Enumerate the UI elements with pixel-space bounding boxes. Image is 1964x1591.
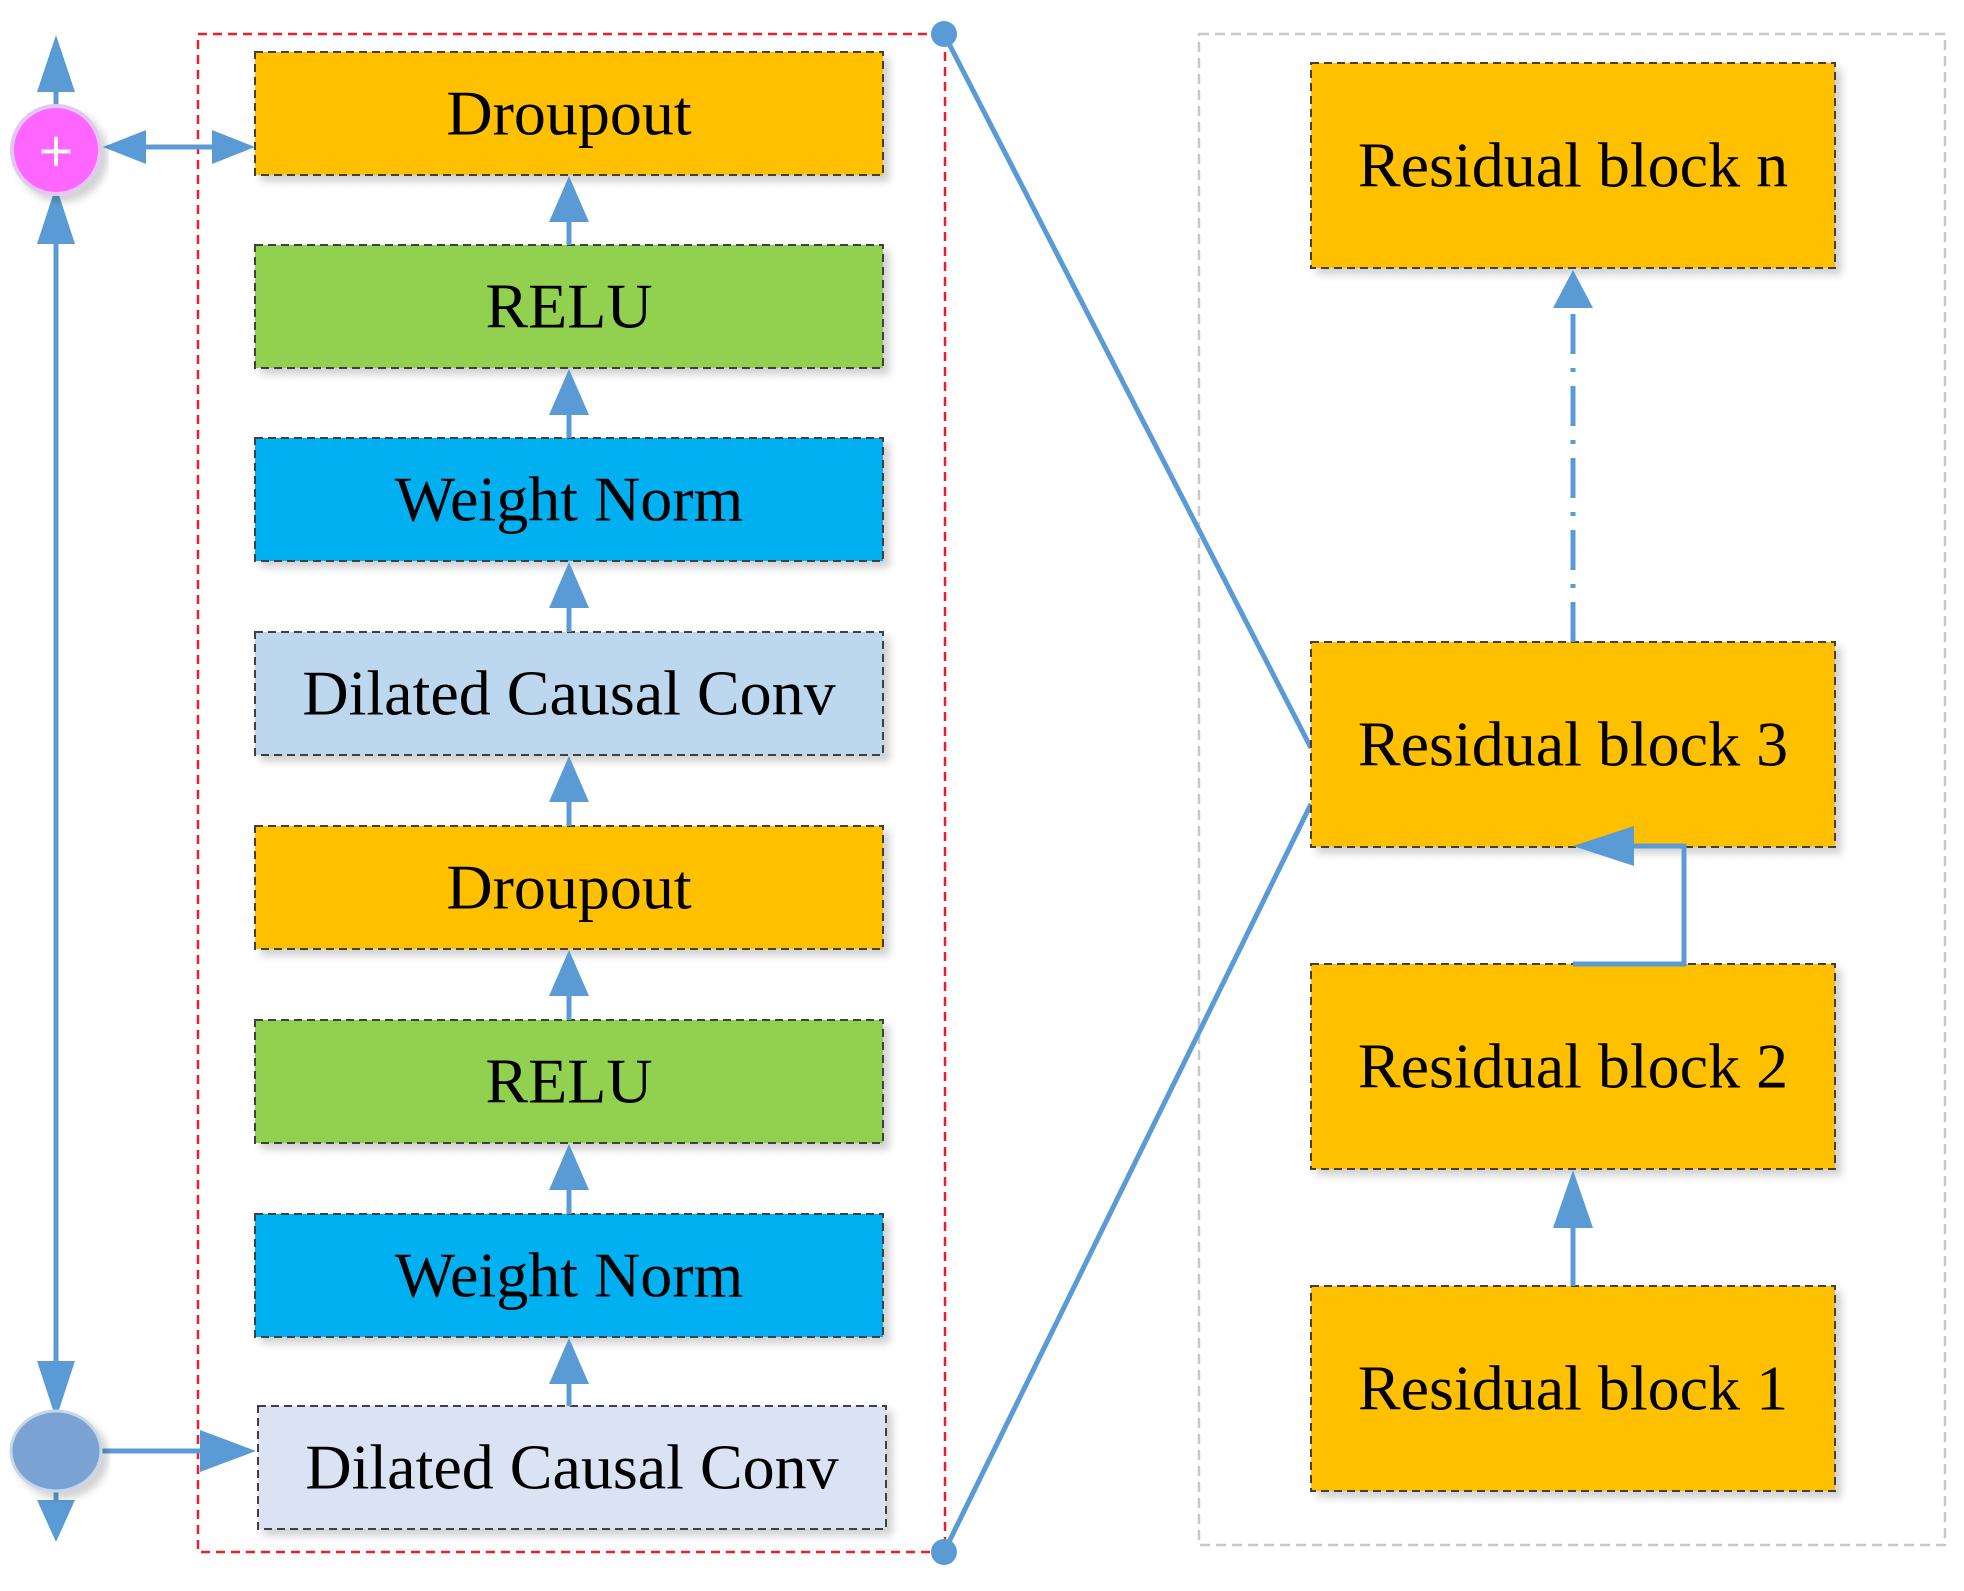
arrow-2-to-1: [549, 369, 589, 415]
layer-4-label: Droupout: [446, 852, 692, 923]
plus-to-dropout-right-head: [212, 130, 255, 164]
residual-block-2-label: Residual block 2: [1358, 1031, 1788, 1102]
residual-block-n-label: Residual block n: [1358, 130, 1788, 201]
layer-4-box: [254, 825, 884, 950]
residual-block-detail-frame: [196, 32, 947, 1554]
layer-5: RELU: [254, 1019, 884, 1144]
residual-block-3-box: [1310, 641, 1836, 848]
input-to-conv-head: [200, 1430, 256, 1472]
input-node: [9, 1409, 103, 1493]
layer-0: Droupout: [254, 51, 884, 176]
output-up-arrow: [37, 35, 75, 92]
layer-3: Dilated Causal Conv: [254, 631, 884, 756]
plus-to-dropout-left-head: [103, 130, 146, 164]
layer-7: Dilated Causal Conv: [257, 1405, 887, 1530]
layer-7-label: Dilated Causal Conv: [305, 1432, 838, 1503]
layer-4: Droupout: [254, 825, 884, 950]
residual-block-1-label: Residual block 1: [1358, 1353, 1788, 1424]
zoom-connector: [941, 32, 1314, 1554]
layer-6-label: Weight Norm: [395, 1240, 744, 1311]
layer-3-label: Dilated Causal Conv: [302, 658, 835, 729]
residual-block-3-label: Residual block 3: [1358, 709, 1788, 780]
arrow-3-to-2: [549, 562, 589, 608]
stack-arrows: [1553, 270, 1687, 1286]
zoom-line-bottom: [941, 802, 1314, 1554]
layer-6: Weight Norm: [254, 1213, 884, 1338]
arrow-1-to-0: [549, 176, 589, 222]
skip-down-arrowhead: [37, 1361, 75, 1419]
plus-node: [10, 104, 102, 196]
residual-block-3: Residual block 3: [1310, 641, 1836, 848]
layer-3-box: [254, 631, 884, 756]
layer-2-box: [254, 437, 884, 562]
residual-stack-frame: [1197, 32, 1947, 1547]
layer-1: RELU: [254, 244, 884, 369]
arrow-block2-to-block3-head: [1573, 826, 1634, 866]
layer-7-box: [257, 1405, 887, 1530]
input-down-arrow: [37, 1500, 75, 1542]
residual-block-1: Residual block 1: [1310, 1285, 1836, 1492]
arrow-block2-to-block3-path: [1573, 843, 1687, 967]
layer-5-label: RELU: [485, 1046, 652, 1117]
layer-6-box: [254, 1213, 884, 1338]
plus-icon: +: [37, 123, 76, 177]
arrow-7-to-6: [549, 1338, 589, 1384]
arrow-4-to-3: [549, 756, 589, 802]
residual-block-2-box: [1310, 963, 1836, 1170]
arrow-to-block-n: [1553, 270, 1593, 308]
skip-connection: [37, 35, 256, 1542]
residual-block-1-box: [1310, 1285, 1836, 1492]
layer-arrows: [549, 176, 589, 1406]
layer-1-label: RELU: [485, 271, 652, 342]
arrow-6-to-5: [549, 1144, 589, 1190]
residual-block-n-box: [1310, 62, 1836, 269]
layer-0-label: Droupout: [446, 78, 692, 149]
layer-1-box: [254, 244, 884, 369]
arrow-block1-to-block2: [1553, 1170, 1593, 1228]
arrow-5-to-4: [549, 950, 589, 996]
layer-2-label: Weight Norm: [395, 464, 744, 535]
layer-0-box: [254, 51, 884, 176]
skip-up-arrowhead: [37, 186, 75, 244]
zoom-line-top: [941, 32, 1314, 750]
residual-block-n: Residual block n: [1310, 62, 1836, 269]
zoom-anchor-top-dot: [931, 21, 957, 47]
zoom-anchor-bottom-dot: [931, 1539, 957, 1565]
residual-block-2: Residual block 2: [1310, 963, 1836, 1170]
layer-2: Weight Norm: [254, 437, 884, 562]
